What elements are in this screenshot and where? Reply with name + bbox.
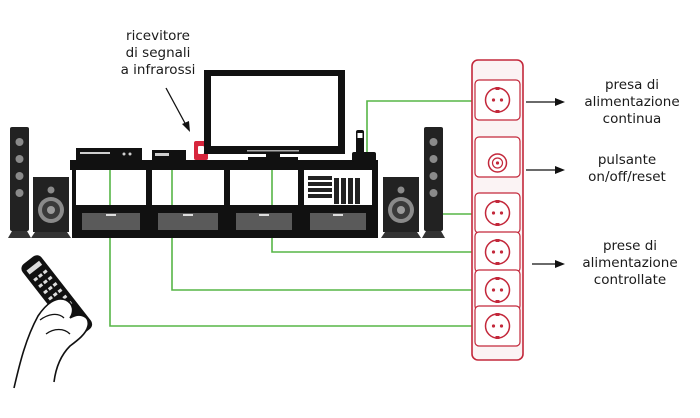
- label-continuous-line2: alimentazione: [584, 94, 680, 110]
- decoder-box: [152, 150, 186, 160]
- socket-face-1: [484, 200, 511, 226]
- label-ir-receiver-line3: a infrarossi: [120, 62, 196, 78]
- label-button-line1: pulsante: [597, 152, 657, 168]
- label-ir-receiver-line1: ricevitore: [126, 28, 190, 44]
- left-tower-speaker: [8, 127, 31, 238]
- label-continuous-line3: continua: [602, 111, 662, 127]
- label-controlled-sockets: prese di alimentazione controllate: [570, 238, 690, 289]
- power-button-icon: [487, 153, 508, 173]
- cordless-phone: [352, 130, 376, 162]
- left-subwoofer: [31, 177, 71, 238]
- right-subwoofer: [381, 177, 421, 238]
- label-button-line2: on/off/reset: [588, 169, 666, 185]
- socket-face-continuous: [484, 87, 511, 113]
- label-button: pulsante on/off/reset: [567, 152, 687, 186]
- socket-face-3: [484, 277, 511, 303]
- right-tower-speaker: [422, 127, 445, 238]
- label-controlled-line1: prese di: [602, 238, 658, 254]
- label-ir-receiver: ricevitore di segnali a infrarossi: [96, 28, 220, 79]
- socket-face-2: [484, 239, 511, 265]
- wire-phone-to-continuous-socket: [366, 100, 472, 152]
- label-controlled-line2: alimentazione: [582, 255, 678, 271]
- hand-outline: [13, 298, 90, 389]
- socket-face-4: [484, 313, 511, 339]
- dvd-player: [76, 148, 142, 160]
- pointer-arrows: [165, 87, 565, 268]
- arrow-continuous-socket: [526, 98, 565, 106]
- television: [204, 70, 345, 160]
- arrow-ir-receiver: [165, 87, 190, 132]
- label-ir-receiver-line2: di segnali: [125, 45, 191, 61]
- power-strip: [471, 59, 524, 361]
- label-continuous-socket: presa di alimentazione continua: [572, 77, 692, 128]
- label-continuous-line1: presa di: [604, 77, 660, 93]
- label-controlled-line3: controllate: [593, 272, 667, 288]
- tv-stand: [70, 160, 378, 238]
- arrow-button: [526, 166, 565, 174]
- wire-tv-to-socket-4: [271, 160, 472, 253]
- arrow-controlled-sockets: [532, 260, 565, 268]
